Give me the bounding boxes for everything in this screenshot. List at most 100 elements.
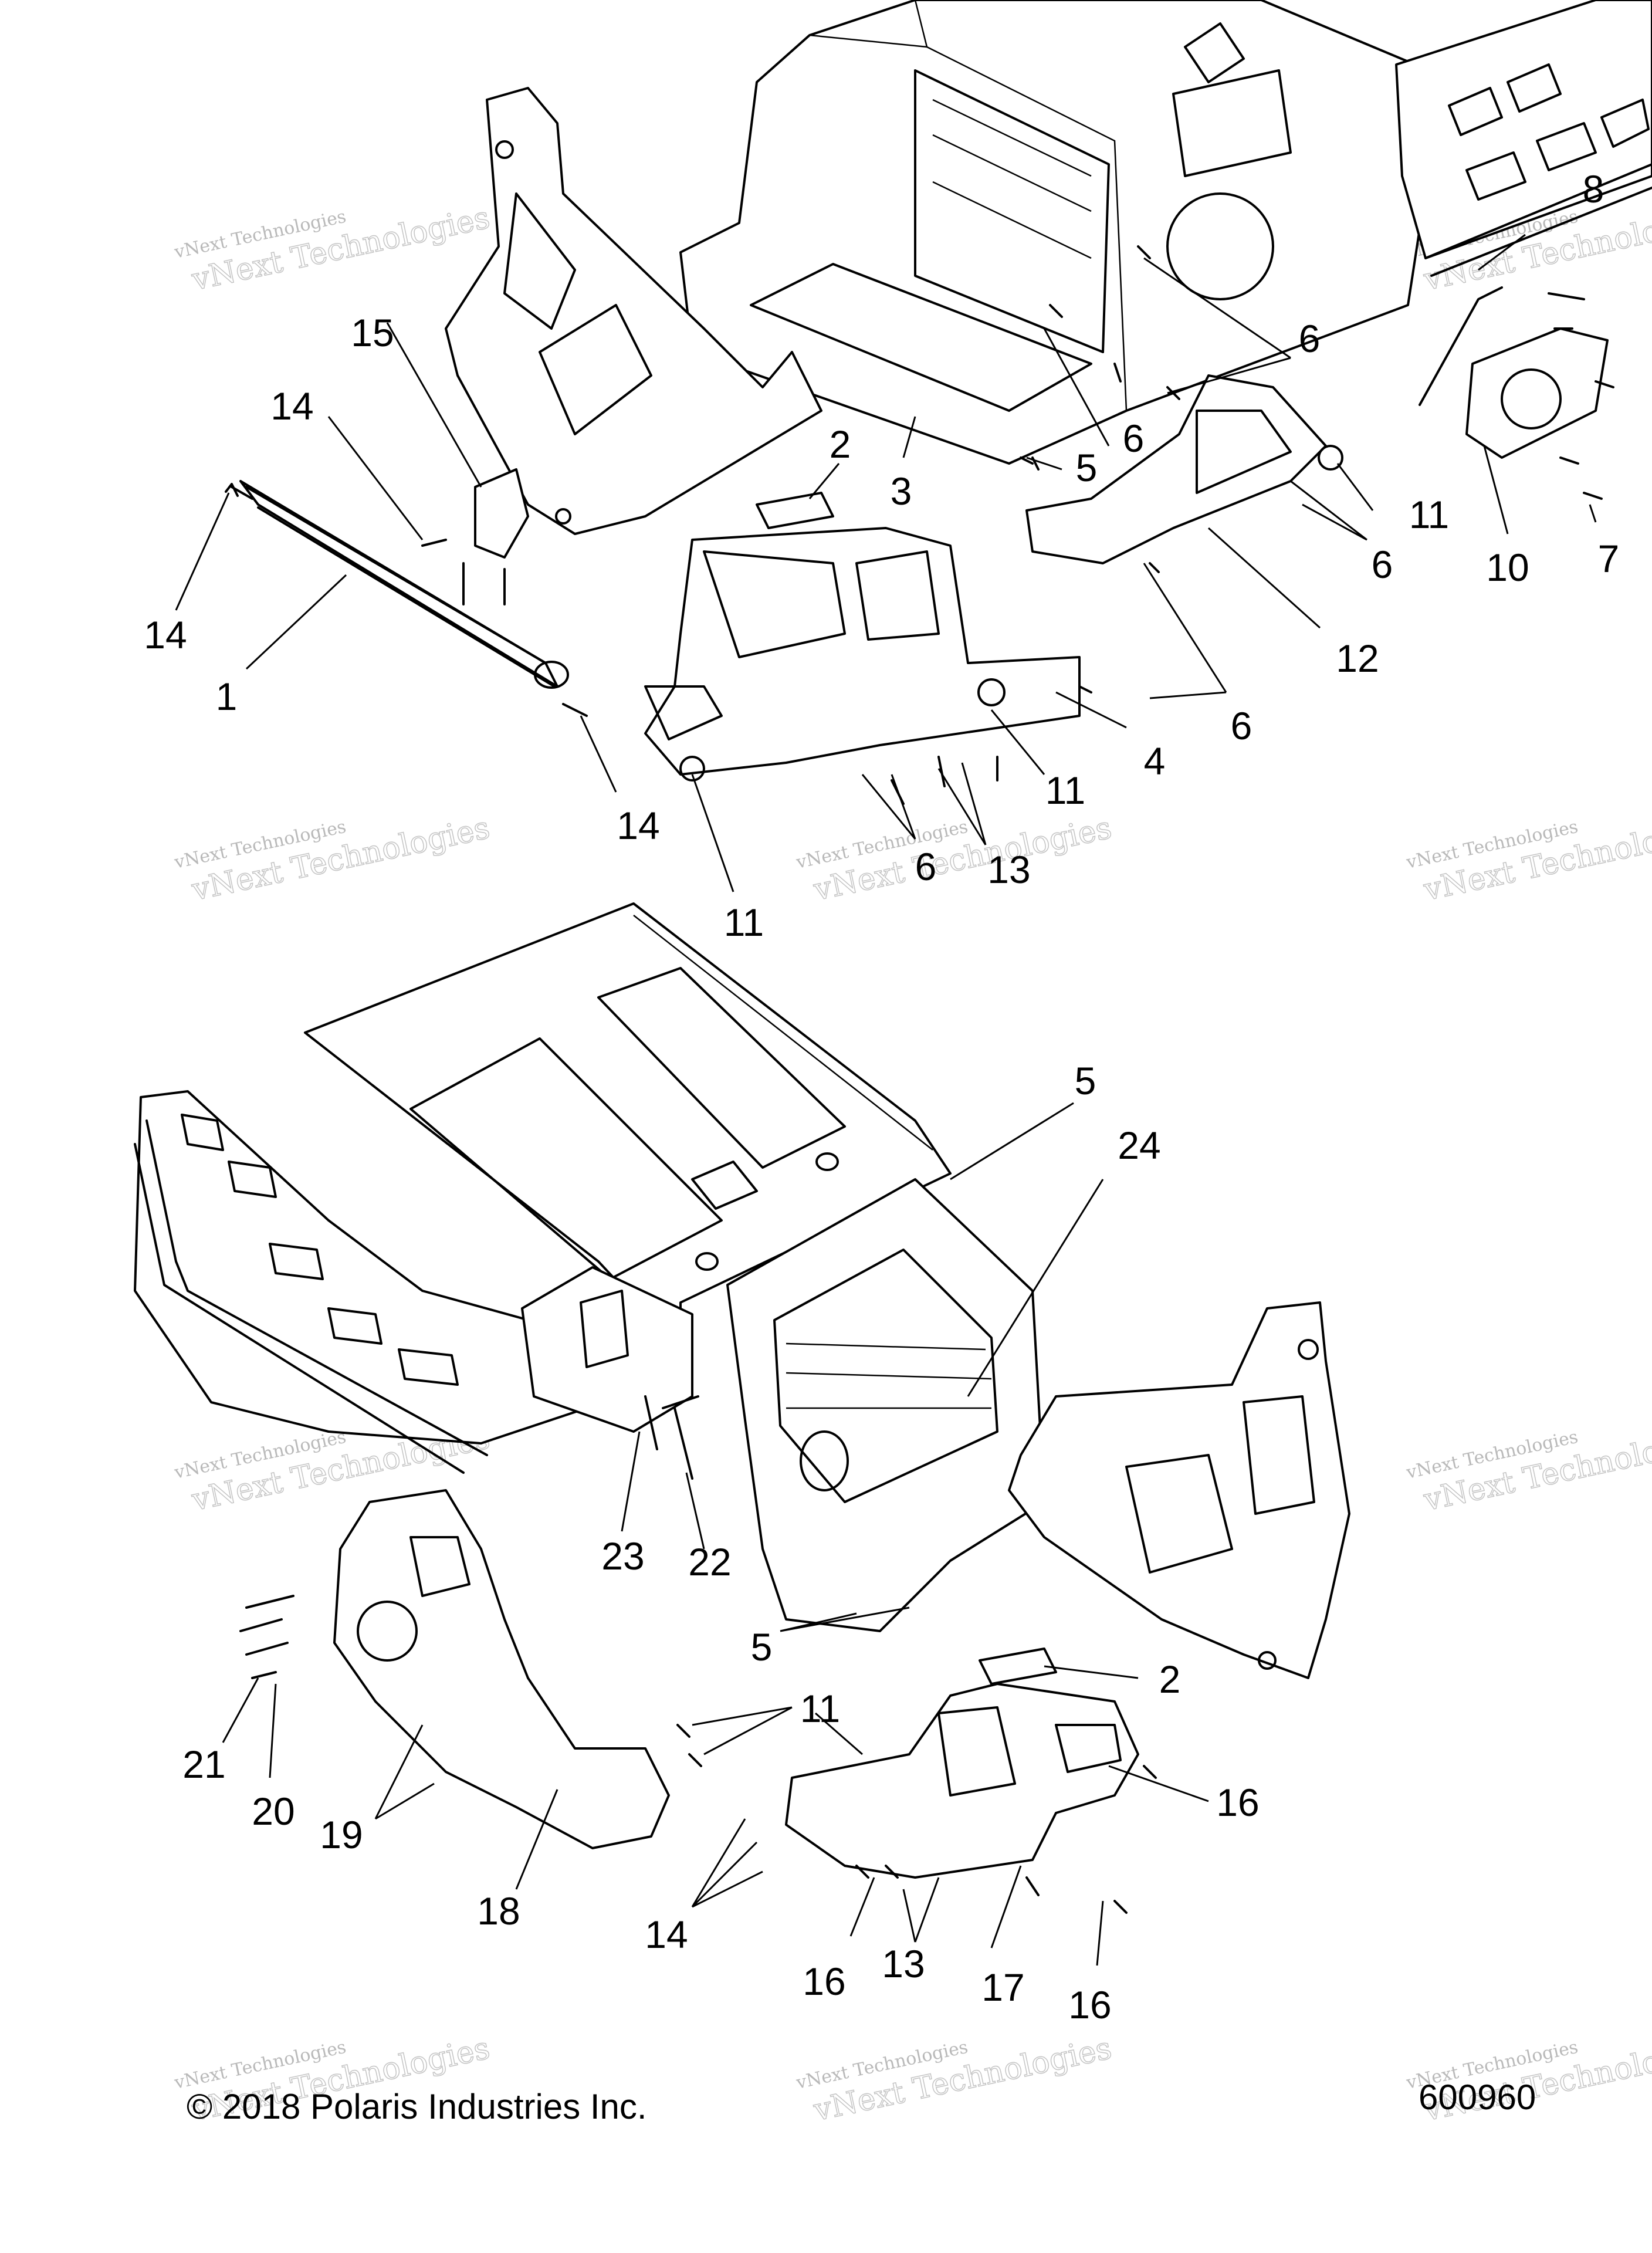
- diagram-number: 600960: [1419, 2078, 1536, 2117]
- callout-19: 19: [320, 1813, 363, 1856]
- front-bulkhead: [726, 1178, 1045, 1632]
- leader: [685, 1472, 705, 1550]
- callout-1: 1: [216, 675, 238, 718]
- leader: [327, 416, 424, 540]
- callout-6: 6: [915, 845, 937, 888]
- callout-11: 11: [1409, 493, 1450, 536]
- deck-hole: [815, 1152, 839, 1171]
- callout-5: 5: [1075, 1059, 1096, 1102]
- leader: [692, 1706, 863, 1755]
- frame-window: [855, 550, 940, 641]
- plate-window: [580, 1290, 629, 1368]
- leader: [386, 322, 482, 488]
- callout-6: 6: [1299, 317, 1321, 360]
- watermark: vNext Technologies vNext Technologies: [794, 2030, 1115, 2129]
- callout-15: 15: [351, 311, 394, 354]
- running-board-traction-cutouts: [181, 1114, 459, 1386]
- bottom-chassis-assembly: [134, 902, 1350, 1914]
- callout-11: 11: [800, 1687, 841, 1730]
- callout-16: 16: [1068, 1983, 1111, 2027]
- watermark: vNext Technologies vNext Technologies: [1404, 810, 1652, 908]
- a-frame-window: [1243, 1395, 1315, 1515]
- leader: [1290, 480, 1367, 541]
- frame-window: [1055, 1724, 1122, 1773]
- callout-16: 16: [1216, 1781, 1259, 1824]
- a-frame-window: [1125, 1454, 1233, 1574]
- nut-11: [679, 756, 705, 782]
- callout-14: 14: [270, 384, 313, 428]
- side-panel-hole: [1166, 192, 1274, 300]
- callout-14: 14: [645, 1913, 688, 1956]
- callout-24: 24: [1118, 1124, 1160, 1167]
- running-board-tube: [145, 1119, 488, 1456]
- leader: [691, 774, 734, 892]
- callout-10: 10: [1486, 546, 1529, 589]
- callout-21: 21: [182, 1743, 225, 1786]
- leader: [902, 416, 916, 458]
- callout-18: 18: [477, 1889, 520, 1933]
- leader: [849, 1877, 875, 1937]
- leader: [990, 1865, 1022, 1948]
- floor-plate-3: [750, 263, 1092, 412]
- leader: [1044, 1665, 1139, 1679]
- callout-22: 22: [688, 1540, 731, 1584]
- bolt-14: [562, 703, 588, 717]
- nut-11: [977, 678, 1006, 706]
- leader: [1336, 463, 1374, 511]
- part-8-rod: [1419, 286, 1503, 406]
- deck-hole: [695, 1252, 719, 1271]
- bracket-window: [1196, 410, 1292, 494]
- leader: [580, 715, 617, 793]
- running-board-tube: [1424, 163, 1652, 259]
- leader: [1589, 504, 1597, 523]
- callout-12: 12: [1336, 637, 1379, 680]
- watermark: vNext Technologies vNext Technologies: [1404, 1420, 1652, 1518]
- callout-2: 2: [830, 422, 851, 466]
- callout-14: 14: [617, 804, 659, 847]
- leader: [1096, 1900, 1104, 1966]
- callout-11: 11: [1045, 769, 1086, 812]
- frame-window: [703, 550, 846, 658]
- deck-panel: [597, 967, 846, 1169]
- linkage-22-23: [644, 1395, 699, 1480]
- pivot-hole: [555, 508, 571, 525]
- pivot-hole: [495, 140, 514, 159]
- left-a-frame: [445, 87, 822, 535]
- callout-3: 3: [891, 469, 912, 513]
- callout-labels: 15 14 14 1 14 11 2 3 5 6 6 8 11 6 10 7 1…: [144, 167, 1619, 2027]
- callout-16: 16: [803, 1960, 845, 2003]
- leader: [222, 1677, 259, 1743]
- running-board-tube: [134, 1143, 465, 1474]
- chaincase-bore: [357, 1601, 418, 1662]
- bulkhead-body: [679, 0, 1444, 465]
- callout-4: 4: [1144, 739, 1166, 783]
- chaincase-fasteners: [239, 1595, 294, 1679]
- leader: [269, 1683, 277, 1778]
- pivot-hole: [1298, 1339, 1319, 1360]
- bulkhead-edge: [809, 34, 927, 48]
- callout-14: 14: [144, 613, 187, 657]
- leader: [861, 774, 916, 840]
- leader: [1478, 234, 1526, 271]
- leader: [515, 1789, 558, 1890]
- bulkhead-mount: [800, 1430, 849, 1491]
- callout-6: 6: [1123, 417, 1145, 460]
- leader: [967, 1179, 1104, 1397]
- callout-7: 7: [1598, 537, 1620, 580]
- callout-5: 5: [751, 1625, 773, 1669]
- leader-lines: [175, 234, 1597, 1966]
- leader: [1483, 445, 1509, 535]
- callout-23: 23: [601, 1534, 644, 1578]
- bolts: [676, 1724, 1157, 1914]
- chaincase-rib: [409, 1536, 470, 1597]
- bracket-bolts: [421, 539, 506, 605]
- leader: [990, 709, 1045, 775]
- bulkhead-front-panel: [914, 69, 1110, 353]
- leader: [1143, 257, 1291, 394]
- leader: [374, 1724, 435, 1820]
- callout-13: 13: [987, 848, 1030, 891]
- leader: [808, 463, 840, 499]
- hardware-studs: [1548, 292, 1614, 500]
- leader: [1026, 456, 1062, 471]
